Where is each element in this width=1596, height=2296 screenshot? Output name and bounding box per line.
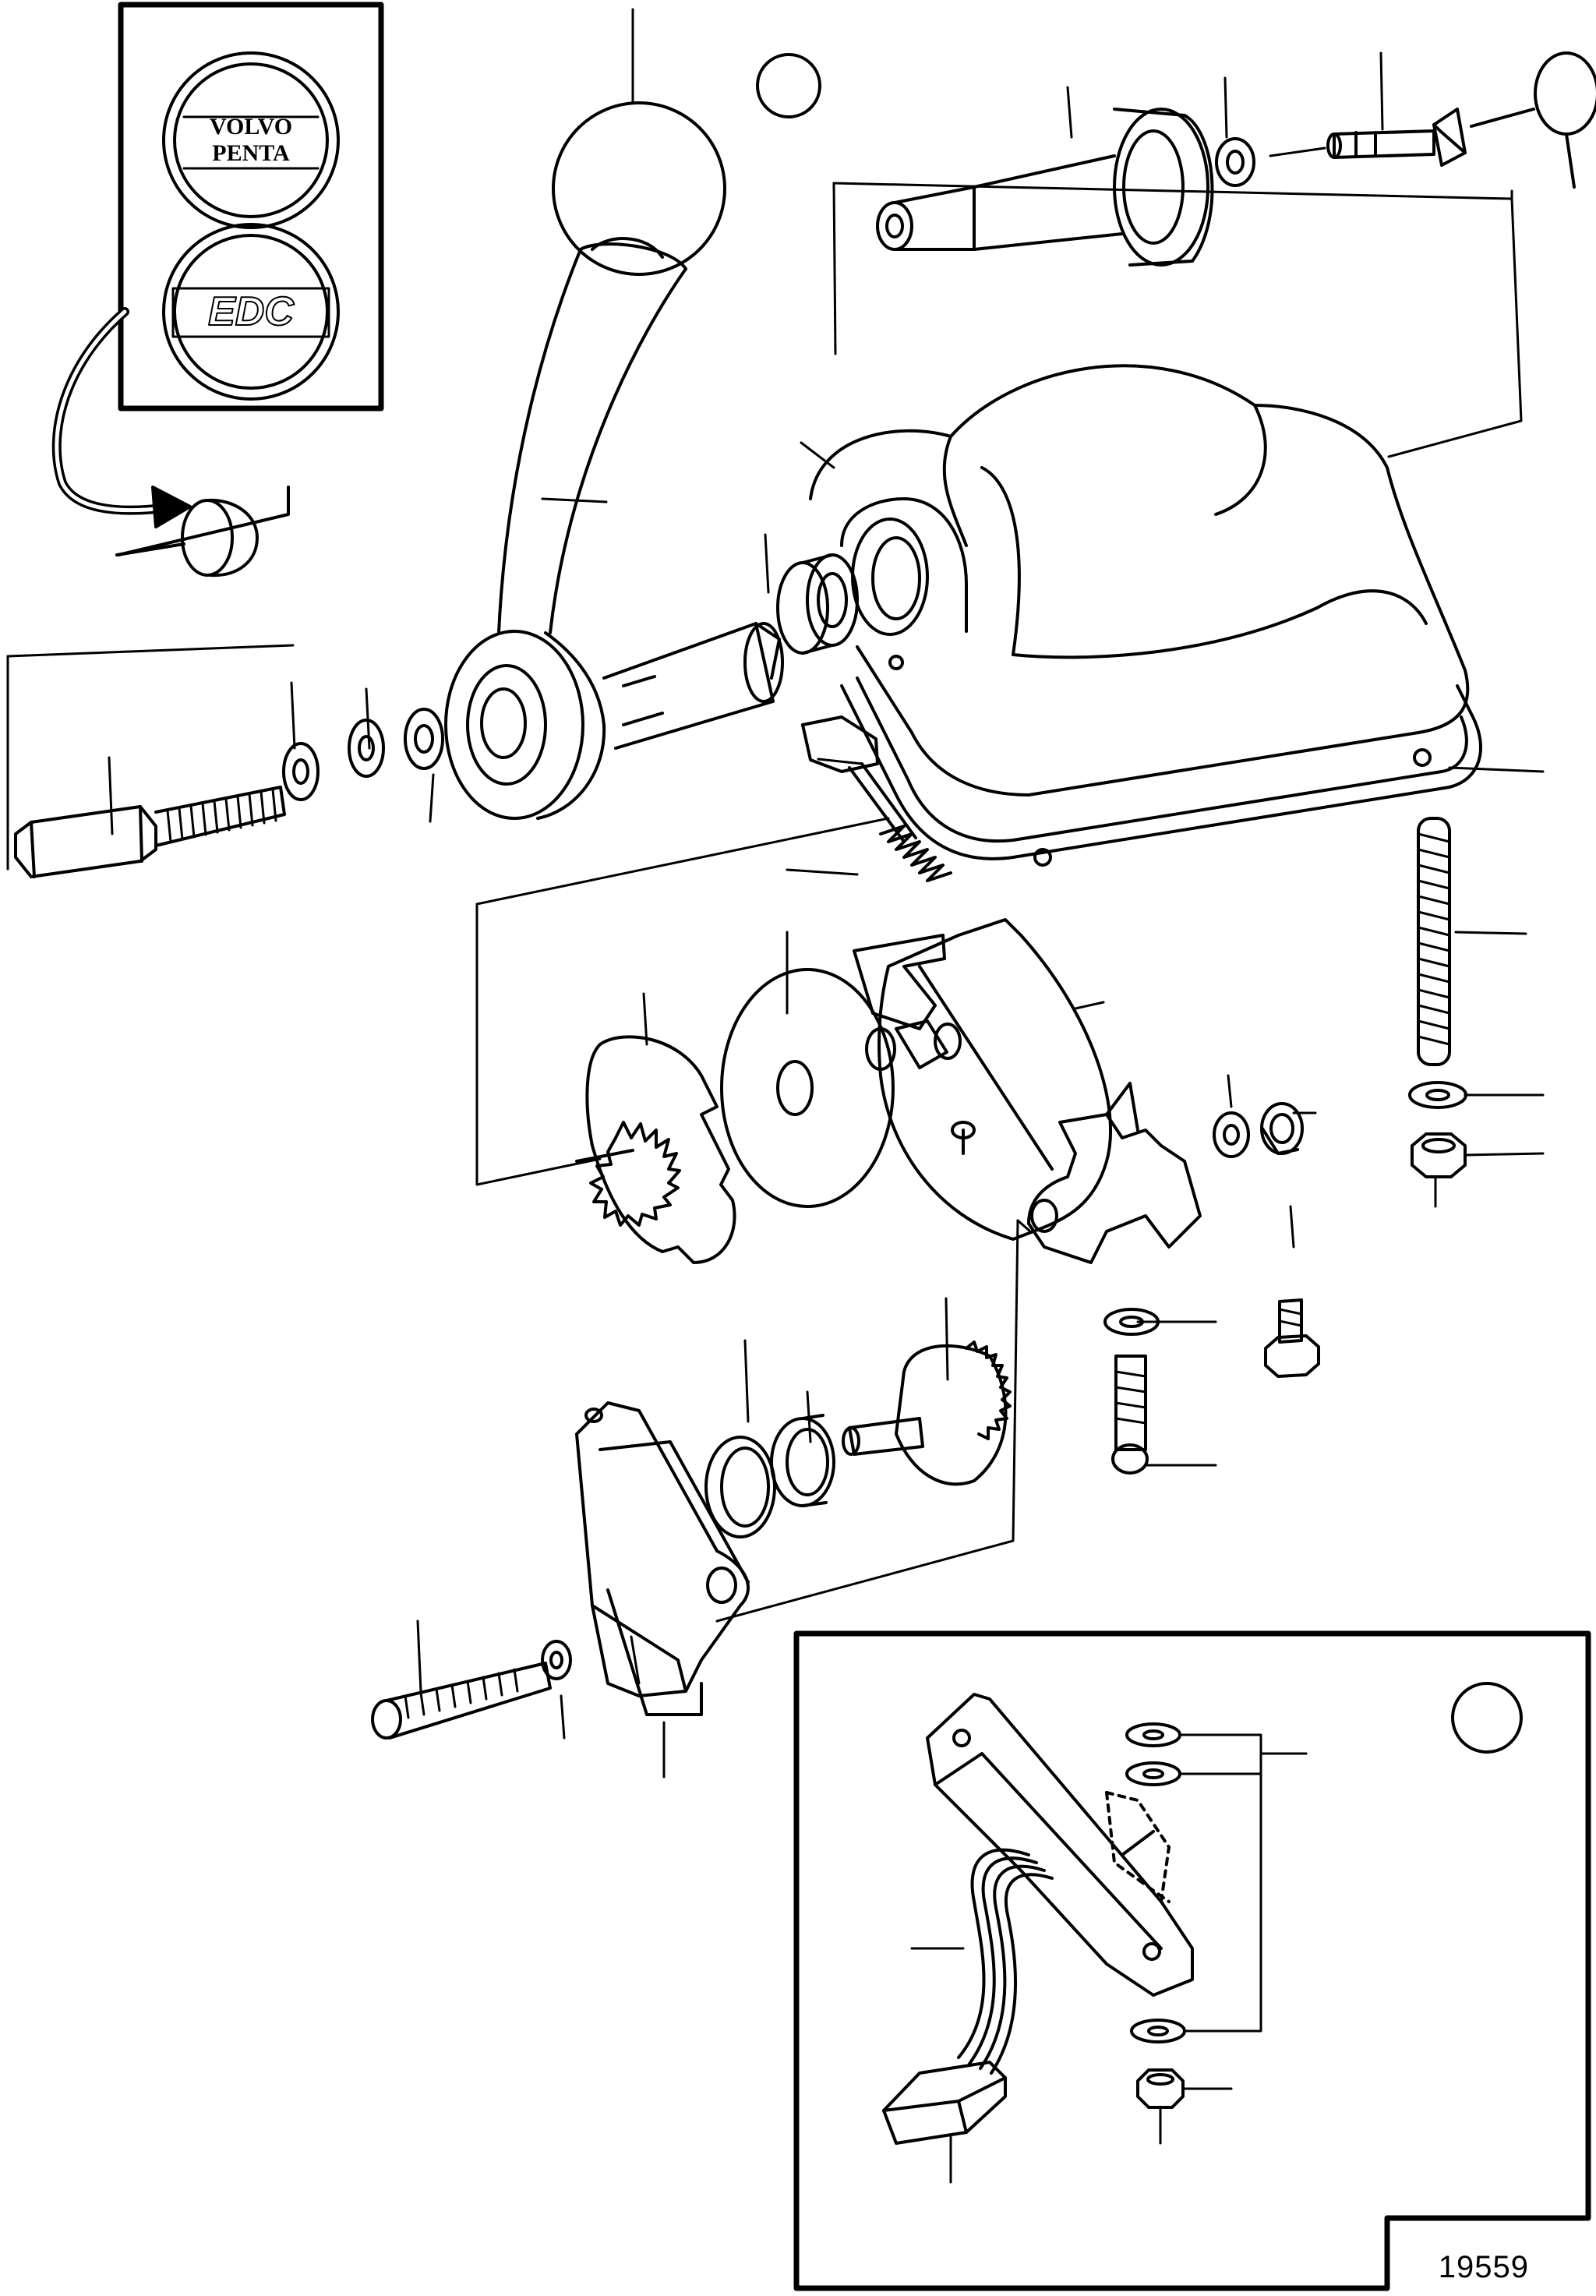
left-washers [282, 708, 444, 801]
small-hex-bolt [1264, 1298, 1320, 1378]
position-sensor [575, 1401, 750, 1716]
top-bolt [1326, 108, 1535, 167]
edc-badge: EDC [162, 223, 340, 401]
hex-adjust-screw [14, 786, 286, 878]
badge-penta-text: PENTA [212, 140, 290, 166]
sector-gear [842, 1341, 1012, 1486]
cover-disc [1534, 51, 1596, 136]
badge-inset: VOLVO PENTA EDC [51, 2, 384, 528]
leader-lines [6, 8, 1545, 1779]
reference-circle-top [756, 53, 821, 118]
control-lever-arm [444, 242, 687, 820]
sealing-rings [704, 1414, 835, 1538]
lever-carrier-plate [853, 918, 1113, 1241]
sensor-mounting-bolt [371, 1640, 572, 1740]
leader-line [1269, 147, 1326, 157]
reference-circle-inset [1451, 1682, 1523, 1754]
bracket-washer-spacer [1213, 1102, 1304, 1158]
gear-plate [575, 1035, 736, 1264]
top-washer [1215, 137, 1255, 187]
shaft-bushing [776, 553, 859, 655]
lever-knob [552, 101, 726, 276]
leader-line [1565, 132, 1576, 189]
shaft-collar [1113, 108, 1214, 267]
control-housing [809, 364, 1470, 797]
detent-spring [879, 825, 952, 882]
detent-pin [801, 715, 917, 843]
detail-inset [793, 1630, 1591, 2291]
badge-plug [115, 486, 290, 578]
long-stud [1417, 817, 1451, 1066]
housing-gasket [840, 676, 1482, 867]
stud-washer [1408, 1081, 1467, 1109]
bracket-screw [1103, 1308, 1160, 1475]
friction-disc [720, 968, 895, 1208]
tapered-shaft [876, 154, 1124, 251]
reference-number: 19559 [1438, 2250, 1529, 2284]
stud-nut [1411, 1132, 1467, 1178]
volvo-penta-badge: VOLVO PENTA [162, 51, 340, 229]
switch-bracket [1027, 1082, 1202, 1264]
lever-shaft [602, 622, 784, 750]
badge-edc-text: EDC [208, 289, 295, 334]
